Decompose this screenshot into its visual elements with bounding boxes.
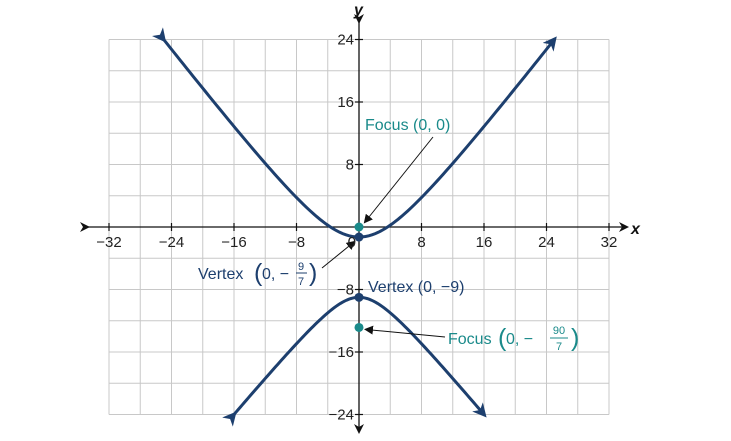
vertex-lower-label: Vertex (0, −9) (368, 279, 465, 296)
focus-lower-coord: 0, − (506, 331, 533, 348)
y-tick-label: 8 (346, 157, 354, 174)
y-tick-label: −24 (329, 407, 354, 424)
focus-lower-prefix: Focus (448, 331, 492, 348)
vertex-upper-point (354, 232, 364, 242)
points (354, 222, 364, 332)
vertex-upper-paren-close: ) (309, 259, 317, 287)
vertex-upper-prefix: Vertex (198, 266, 243, 283)
vertex-upper-denominator: 7 (298, 276, 304, 288)
tick-labels: −32 −24 −16 −8 0 8 16 24 32 24 16 8 −8 −16 −24 (96, 32, 617, 424)
x-tick-label: 0 (348, 234, 356, 251)
y-tick-label: −8 (337, 282, 354, 299)
y-tick-label: 24 (337, 32, 354, 49)
x-tick-label: −32 (96, 234, 121, 251)
x-tick-label: −24 (159, 234, 184, 251)
focus-lower-point (354, 322, 364, 332)
vertex-upper-coord: 0, − (262, 266, 289, 283)
annotation-pointers (321, 136, 446, 338)
y-tick-label: −16 (329, 344, 354, 361)
y-tick-label: 16 (337, 94, 354, 111)
focus-lower-label: Focus ( 0, − 90 7 ) (448, 324, 579, 353)
focus-lower-denominator: 7 (556, 341, 562, 353)
x-axis-label: x (630, 221, 641, 238)
x-tick-label: −8 (288, 234, 305, 251)
vertex-upper-label: Vertex ( 0, − 9 7 ) (198, 259, 317, 288)
focus-lower-paren-open: ( (498, 324, 507, 352)
vertex-upper-pointer (321, 240, 356, 269)
focus-lower-pointer (364, 325, 446, 338)
focus-upper-label: Focus (0, 0) (365, 117, 450, 134)
vertex-upper-paren-open: ( (254, 259, 263, 287)
focus-lower-numerator: 90 (553, 325, 565, 337)
focus-upper-point (354, 222, 364, 232)
x-tick-label: 24 (538, 234, 555, 251)
x-tick-label: 16 (476, 234, 493, 251)
vertex-upper-numerator: 9 (298, 261, 304, 273)
focus-upper-pointer (363, 136, 434, 224)
focus-lower-paren-close: ) (571, 324, 579, 352)
vertex-lower-point (354, 292, 364, 302)
x-tick-label: −16 (221, 234, 246, 251)
x-tick-label: 32 (601, 234, 618, 251)
y-axis-label: y (353, 2, 364, 19)
x-tick-label: 8 (417, 234, 425, 251)
